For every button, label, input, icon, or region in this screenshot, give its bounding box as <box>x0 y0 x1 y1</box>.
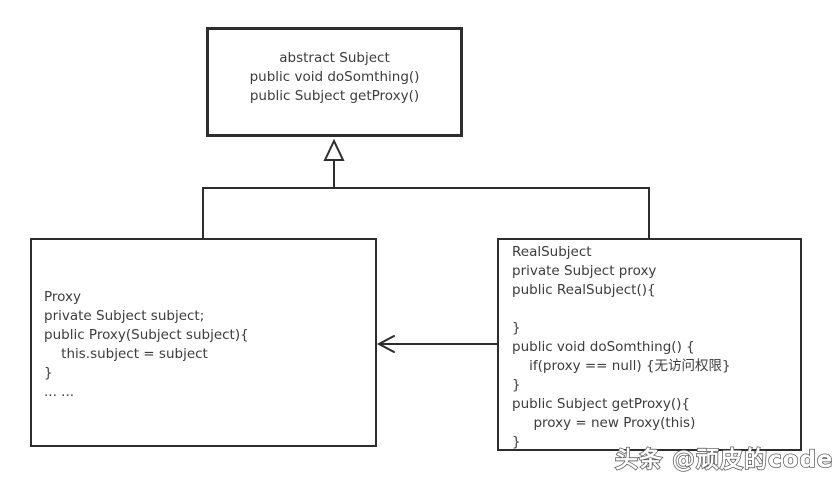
realsubject-dosomthing-line: public void doSomthing() { <box>512 339 695 355</box>
proxy-ellipsis-line: ... ... <box>44 384 75 400</box>
class-name-proxy: Proxy <box>44 289 81 305</box>
realsubject-getproxy-line: public Subject getProxy(){ <box>512 396 690 412</box>
realsubject-constructor-line: public RealSubject(){ <box>512 282 656 298</box>
method-getproxy: public Subject getProxy() <box>249 87 420 104</box>
class-box-abstract-subject: abstract Subject public void doSomthing(… <box>206 27 463 137</box>
reference-arrow-head <box>376 335 395 353</box>
class-name-abstract-subject: abstract Subject <box>279 49 390 66</box>
realsubject-new-proxy-line: proxy = new Proxy(this) <box>512 415 696 431</box>
realsubject-closing-brace-3: } <box>512 434 521 450</box>
realsubject-closing-brace-1: } <box>512 320 521 336</box>
realsubject-field-line: private Subject proxy <box>512 263 657 279</box>
realsubject-blank-line <box>512 300 794 319</box>
class-name-real-subject: RealSubject <box>512 244 592 260</box>
realsubject-null-check-line: if(proxy == null) {无访问权限} <box>512 358 731 374</box>
proxy-field-line: private Subject subject; <box>44 308 205 324</box>
proxy-closing-brace: } <box>44 365 53 381</box>
proxy-constructor-line: public Proxy(Subject subject){ <box>44 327 249 343</box>
class-box-real-subject: RealSubject private Subject proxy public… <box>497 238 802 451</box>
class-box-proxy: Proxy private Subject subject; public Pr… <box>30 238 377 447</box>
method-dosomthing: public void doSomthing() <box>249 68 420 85</box>
realsubject-closing-brace-2: } <box>512 377 521 393</box>
watermark-text: 头条 @顽皮的coder <box>614 446 832 473</box>
proxy-assignment-line: this.subject = subject <box>44 346 208 362</box>
inheritance-arrow-head <box>323 138 345 161</box>
inheritance-connector-line <box>202 187 650 239</box>
